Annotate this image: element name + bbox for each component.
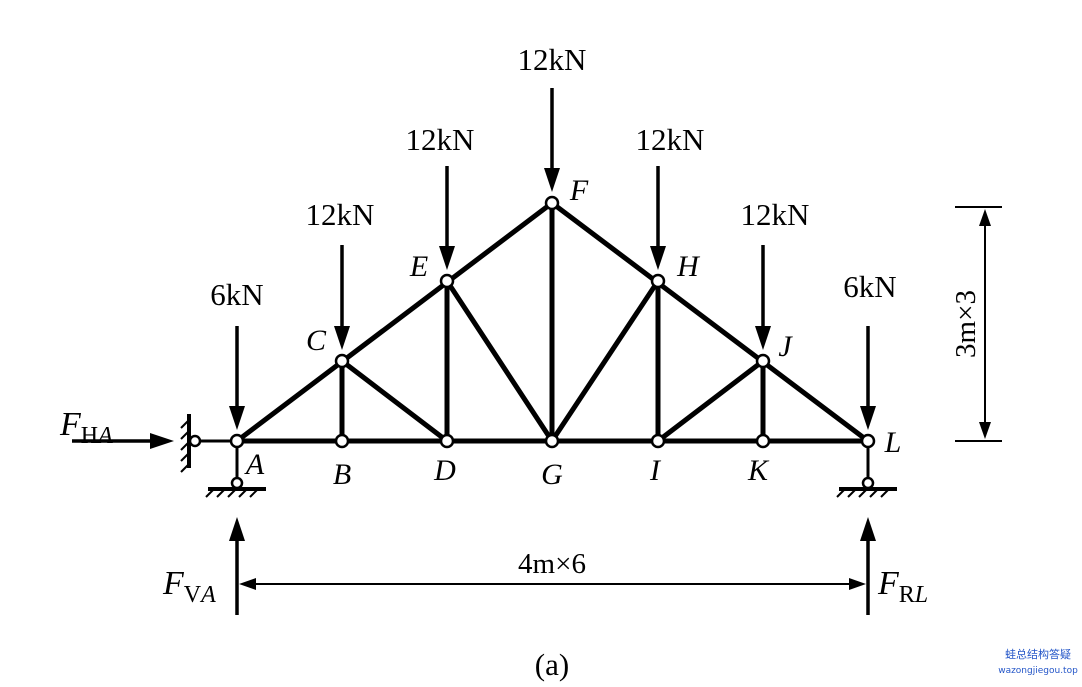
load-label-A: 6kN (210, 277, 263, 312)
joint-G (544, 433, 560, 449)
support-left (180, 414, 266, 498)
reaction-arrow-vertical-A (229, 517, 245, 615)
reaction-label-horizontal-A-sub: H (81, 423, 98, 449)
member-EG (444, 278, 555, 444)
joint-K (755, 433, 771, 449)
load-label-H: 12kN (636, 122, 705, 157)
joint-J (755, 353, 771, 369)
joint-D (439, 433, 455, 449)
dimension-height (955, 206, 1002, 442)
node-label-C: C (306, 324, 327, 357)
reaction-label-vertical-A: FVA (162, 565, 216, 608)
dimension-span-label: 4m×6 (518, 548, 586, 580)
node-label-G: G (541, 458, 563, 491)
node-label-B: B (333, 458, 351, 491)
joint-A (229, 433, 245, 449)
load-arrow-A (229, 326, 245, 430)
watermark-text: 蛙总结构答疑 (1005, 647, 1071, 661)
load-arrow-L (860, 326, 876, 430)
watermark-url: wazongjiegou.top (998, 666, 1078, 676)
reaction-arrow-right-L (860, 517, 876, 615)
node-label-K: K (747, 454, 770, 487)
load-label-C: 12kN (306, 197, 375, 232)
reaction-arrow-horizontal-A (72, 433, 174, 449)
node-label-L: L (884, 426, 902, 459)
reaction-label-horizontal-A-main: F (59, 406, 82, 443)
node-label-I: I (649, 454, 662, 487)
member-CD (339, 358, 450, 444)
load-arrow-E (439, 166, 455, 270)
load-arrows (229, 88, 876, 430)
reaction-label-vertical-A-sub-italic: A (199, 582, 216, 608)
joint-I (650, 433, 666, 449)
reaction-label-horizontal-A-sub-italic: A (96, 423, 113, 449)
reaction-arrows (72, 433, 876, 615)
reaction-label-vertical-A-sub: V (184, 582, 202, 608)
reaction-label-horizontal-A: FHA (59, 406, 113, 449)
joint-B (334, 433, 350, 449)
joint-F (544, 195, 560, 211)
joint-H (650, 273, 666, 289)
joint-C (334, 353, 350, 369)
member-HG (549, 278, 661, 444)
figure-caption: (a) (535, 647, 569, 682)
joint-E (439, 273, 455, 289)
load-arrow-C (334, 245, 350, 350)
member-JI (655, 358, 766, 444)
member-top-chord-left (234, 200, 555, 444)
node-label-E: E (409, 250, 428, 283)
dimension-span (239, 578, 866, 590)
joint-L (860, 433, 876, 449)
reaction-label-right-L-sub-italic: L (914, 582, 928, 608)
node-label-F: F (569, 174, 589, 207)
node-label-D: D (433, 454, 456, 487)
node-label-A: A (244, 448, 265, 481)
load-arrow-H (650, 166, 666, 270)
member-top-chord-right (549, 200, 871, 444)
load-label-J: 12kN (741, 197, 810, 232)
load-label-F: 12kN (518, 42, 587, 77)
reaction-label-right-L-sub: R (899, 582, 915, 608)
joints (229, 195, 876, 449)
load-label-L: 6kN (843, 269, 896, 304)
node-label-H: H (676, 250, 701, 283)
load-label-E: 12kN (406, 122, 475, 157)
dimension-height-label: 3m×3 (950, 290, 982, 358)
load-arrow-J (755, 245, 771, 350)
reaction-label-right-L-main: F (877, 565, 900, 602)
load-arrow-F (544, 88, 560, 192)
reaction-label-vertical-A-main: F (162, 565, 185, 602)
node-label-J: J (778, 330, 793, 363)
truss-members (234, 200, 871, 444)
reaction-label-right-L: FRL (877, 565, 928, 608)
